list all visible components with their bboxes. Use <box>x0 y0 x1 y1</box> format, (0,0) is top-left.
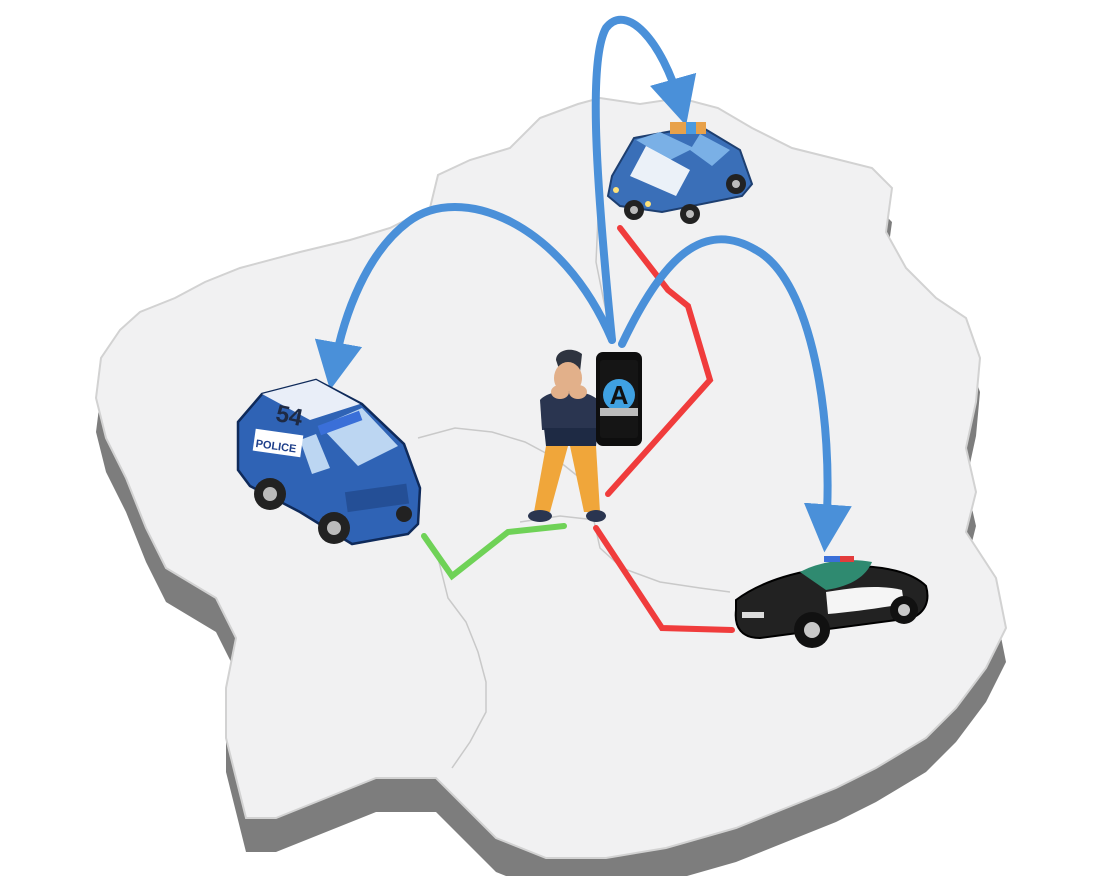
alert-arrow-to-sedan <box>591 15 697 344</box>
green-route <box>421 523 567 581</box>
smartphone-alert-app-icon: A <box>596 352 642 446</box>
police-sports-car-icon <box>734 556 929 648</box>
red-routes <box>593 225 735 633</box>
alert-arrow-to-sports-car <box>618 235 852 553</box>
police-sedan-icon <box>606 122 754 224</box>
sports-car-route <box>593 525 735 633</box>
alert-arrow-to-van <box>314 203 616 391</box>
worried-person-icon <box>528 349 606 522</box>
van-number-label: 54 <box>273 400 305 432</box>
police-van-icon: 54 POLICE <box>236 378 422 546</box>
van-police-label: POLICE <box>255 438 297 456</box>
sedan-route <box>605 225 714 497</box>
app-logo-letter: A <box>610 380 629 410</box>
alert-arrows <box>314 15 852 553</box>
